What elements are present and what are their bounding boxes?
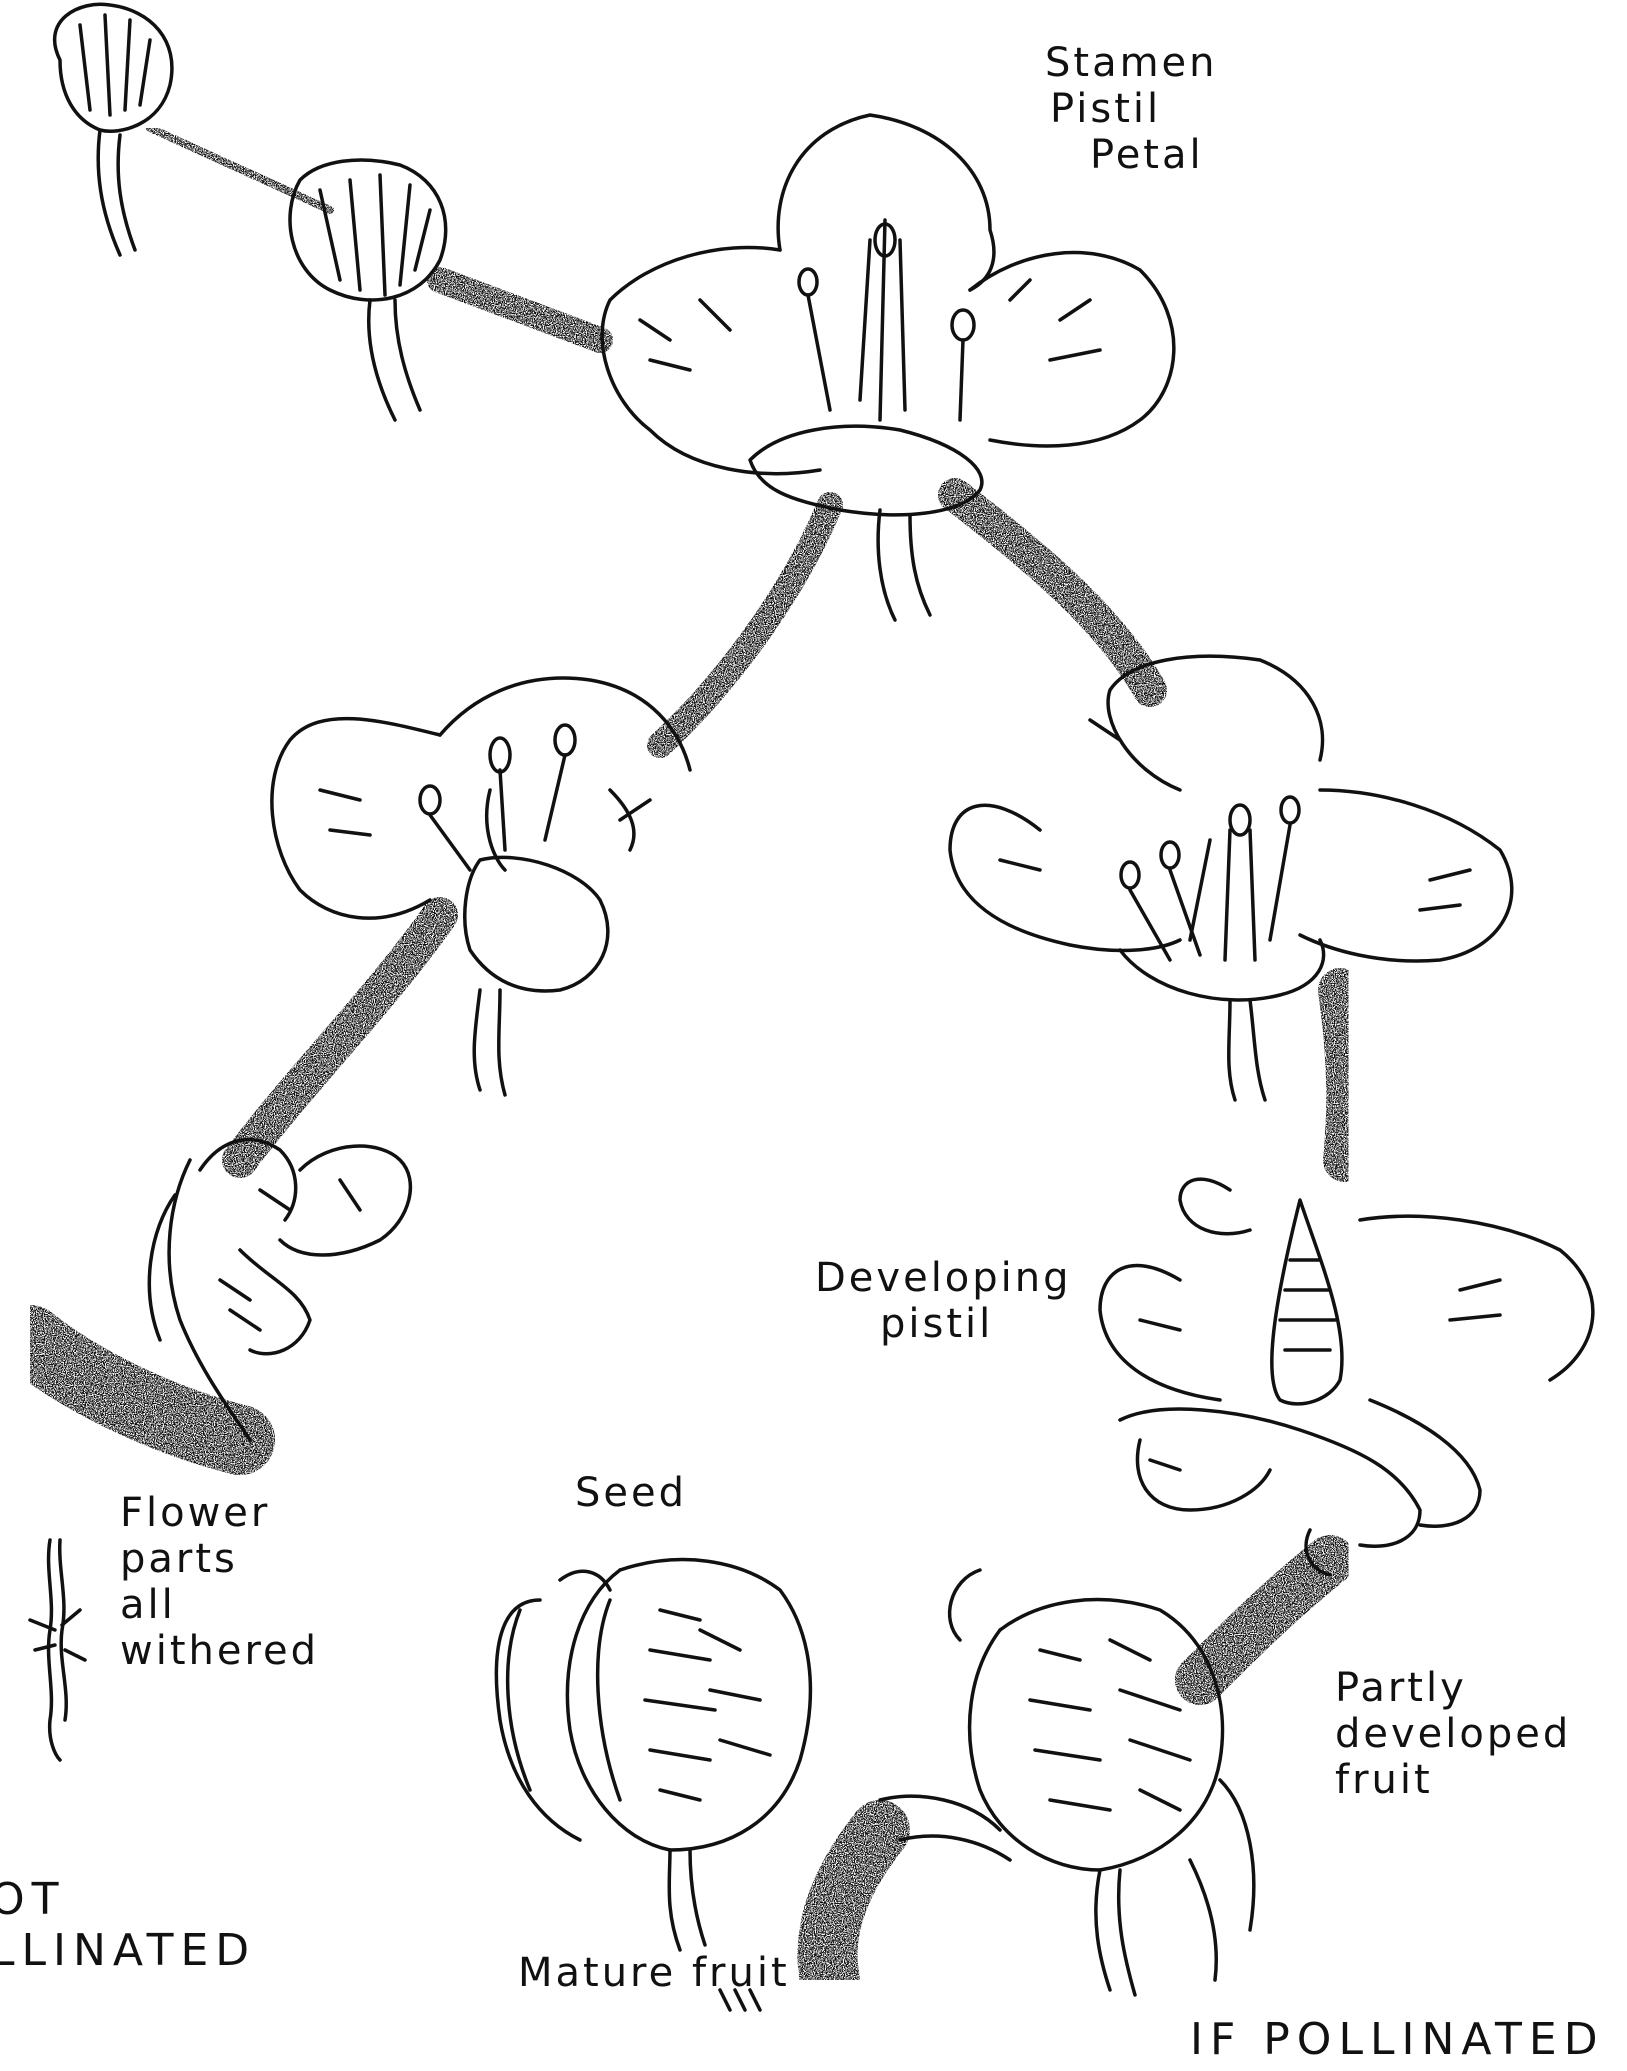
connector-right-developing xyxy=(1340,990,1348,1160)
developing-pistil-flower-icon xyxy=(1100,1179,1593,1575)
connector-bud1-bud2 xyxy=(150,128,330,210)
open-flower-icon xyxy=(602,115,1174,620)
connector-bud2-flower xyxy=(440,280,600,340)
seed-label: Seed xyxy=(575,1470,687,1516)
flower-parts-labels: Stamen Pistil Petal xyxy=(1045,40,1218,178)
partly-developed-fruit-label: Partly developed fruit xyxy=(1335,1665,1571,1803)
connector-flower-right xyxy=(955,495,1150,690)
connector-partly-mature xyxy=(827,1830,880,1980)
connector-developing-partly xyxy=(1200,1560,1330,1680)
if-pollinated-label: IF POLLINATED xyxy=(1190,2015,1605,2066)
withered-stalk-icon xyxy=(30,1540,85,1760)
partly-developed-fruit-icon xyxy=(880,1570,1254,1995)
stamen-label: Stamen xyxy=(1045,40,1218,86)
not-pollinated-label: OT LLINATED xyxy=(0,1875,256,1976)
petal-label: Petal xyxy=(1090,132,1218,178)
connector-flower-left xyxy=(660,505,830,745)
pistil-label: Pistil xyxy=(1050,86,1218,132)
pollinated-flower-icon xyxy=(950,656,1512,1100)
connector-left-withered xyxy=(240,915,440,1160)
mature-fruit-icon xyxy=(496,1560,810,2010)
connector-withered-ground xyxy=(30,1340,240,1440)
developing-pistil-label: Developing pistil xyxy=(815,1255,1072,1347)
flower-parts-withered-label: Flower parts all withered xyxy=(120,1490,319,1674)
mature-fruit-label: Mature fruit xyxy=(518,1950,790,1996)
